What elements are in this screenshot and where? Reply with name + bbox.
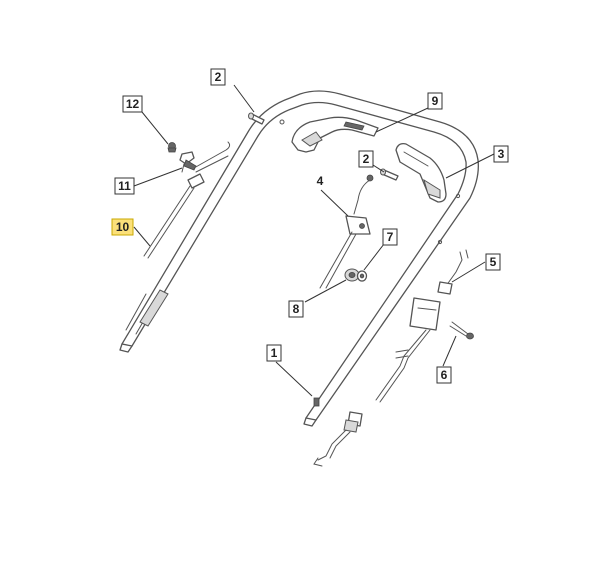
part-label-8[interactable]: 8 — [288, 300, 304, 318]
part-label-12[interactable]: 12 — [122, 95, 143, 113]
washer — [356, 270, 368, 282]
screw — [167, 142, 177, 153]
cable-holder — [319, 174, 374, 289]
part-label-9[interactable]: 9 — [427, 92, 443, 110]
part-label-2-upper[interactable]: 2 — [210, 68, 226, 86]
part-label-3[interactable]: 3 — [493, 145, 509, 163]
svg-text:9: 9 — [432, 94, 439, 108]
drive-cable — [313, 249, 469, 467]
pin-upper — [248, 112, 265, 125]
svg-text:4: 4 — [317, 174, 324, 188]
svg-text:10: 10 — [116, 220, 130, 234]
part-label-5[interactable]: 5 — [485, 253, 501, 271]
svg-text:2: 2 — [215, 70, 222, 84]
svg-text:5: 5 — [490, 255, 497, 269]
bolt — [449, 321, 474, 340]
part-label-4[interactable]: 4 — [317, 174, 324, 188]
cable-clip — [179, 151, 197, 173]
side-clip — [395, 142, 447, 203]
part-label-7[interactable]: 7 — [382, 228, 398, 246]
control-cable-left — [143, 141, 231, 259]
svg-text:7: 7 — [387, 230, 394, 244]
crossbar-bracket — [291, 116, 379, 153]
svg-text:8: 8 — [293, 302, 300, 316]
svg-text:1: 1 — [271, 346, 278, 360]
part-label-2-middle[interactable]: 2 — [358, 150, 374, 168]
part-label-6[interactable]: 6 — [436, 366, 452, 384]
pin-middle — [380, 168, 399, 181]
svg-text:12: 12 — [126, 97, 140, 111]
leader-lines — [133, 84, 495, 397]
svg-text:6: 6 — [441, 368, 448, 382]
knob-nut — [344, 268, 360, 282]
svg-text:11: 11 — [118, 179, 131, 193]
svg-text:3: 3 — [498, 147, 505, 161]
part-label-11[interactable]: 11 — [114, 177, 135, 195]
svg-text:2: 2 — [363, 152, 370, 166]
part-label-1[interactable]: 1 — [266, 344, 282, 362]
part-label-10[interactable]: 10 — [111, 218, 134, 236]
